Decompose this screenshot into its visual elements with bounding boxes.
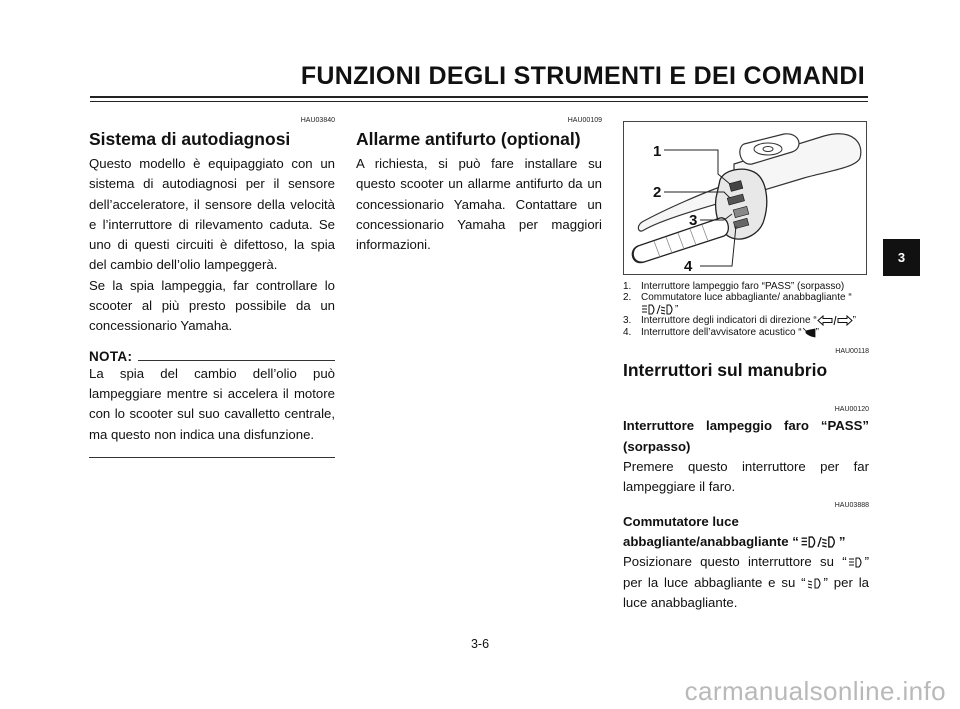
column-middle: HAU00109 Allarme antifurto (optional) A … <box>356 116 602 255</box>
caption-text-part: Commutatore luce abbagliante/ anabbaglia… <box>641 292 852 304</box>
nota-text: La spia del cambio dell’olio può lampegg… <box>89 365 335 442</box>
caption-text: Commutatore luce abbagliante/ anabbaglia… <box>641 292 869 315</box>
low-beam-icon <box>807 578 821 589</box>
section-body: Questo modello è equipaggiato con un sis… <box>89 154 335 337</box>
section-code: HAU03888 <box>834 501 869 509</box>
figure-label-2: 2 <box>653 184 661 201</box>
handlebar-illustration: 1 2 3 4 <box>631 133 862 275</box>
horn-icon <box>802 327 816 338</box>
caption-number: 3. <box>623 315 632 327</box>
caption-number: 4. <box>623 326 632 338</box>
caption-item: 1. Interruttore lampeggio faro “PASS” (s… <box>623 281 869 292</box>
caption-text-part: Interruttore degli indicatori di direzio… <box>641 315 817 327</box>
nota-header: NOTA: <box>89 349 335 364</box>
caption-text-part: ” <box>815 327 819 339</box>
subsection-body: Premere questo interruttore per far lamp… <box>623 459 869 495</box>
caption-item: 3. Interruttore degli indicatori di dire… <box>623 315 869 327</box>
figure-caption: 1. Interruttore lampeggio faro “PASS” (s… <box>623 281 869 338</box>
subsection-body: Posizionare questo interruttore su “” pe… <box>623 552 869 613</box>
caption-number: 2. <box>623 292 632 304</box>
high-low-beam-icon <box>801 536 835 549</box>
caption-text: Interruttore lampeggio faro “PASS” (sorp… <box>641 281 845 292</box>
caption-text: Interruttore degli indicatori di direzio… <box>641 315 869 327</box>
chapter-tab: 3 <box>883 239 920 276</box>
figure-label-4: 4 <box>684 258 693 275</box>
figure-label-3: 3 <box>689 212 697 229</box>
section-heading-antifurto: Allarme antifurto (optional) <box>356 129 581 149</box>
nota-end-rule <box>89 456 335 458</box>
paragraph: Questo modello è equipaggiato con un sis… <box>89 156 335 273</box>
subheading-beam-switch: Commutatore luce abbagliante/anabbaglian… <box>623 512 869 553</box>
header-rule-thin <box>90 101 868 102</box>
caption-text-part: ” <box>852 315 856 327</box>
paragraph: Se la spia lampeggia, far controllare lo… <box>89 277 335 334</box>
section-code: HAU00109 <box>567 117 602 124</box>
high-beam-icon <box>848 557 862 568</box>
figure-label-1: 1 <box>653 143 661 160</box>
caption-item: 4. Interruttore dell’avvisatore acustico… <box>623 327 869 339</box>
caption-number: 1. <box>623 281 632 292</box>
caption-text-part: ” <box>675 303 679 315</box>
page-title: FUNZIONI DEGLI STRUMENTI E DEI COMANDI <box>300 62 865 90</box>
nota-label: NOTA: <box>89 348 133 364</box>
nota-rule <box>138 359 335 361</box>
subheading-text: ” <box>838 533 846 549</box>
subheading-text: Commutatore luce abbagliante/anabbaglian… <box>623 513 799 549</box>
section-body: A richiesta, si può fare installare su q… <box>356 156 602 253</box>
watermark: carmanualsonline.info <box>684 676 946 706</box>
column-right: 1 2 3 4 1. Interruttore lampeggio faro “… <box>623 116 869 613</box>
page-number: 3-6 <box>470 637 490 651</box>
section-heading-autodiagnosi: Sistema di autodiagnosi <box>89 129 291 149</box>
section-code: HAU03840 <box>300 117 335 124</box>
turn-signal-icon <box>816 315 853 327</box>
handlebar-figure: 1 2 3 4 <box>623 121 867 275</box>
caption-text: Interruttore dell’avvisatore acustico “ ” <box>641 327 869 339</box>
body-text: ” per la luce abbagliante e su “ <box>623 554 869 590</box>
caption-item: 2. Commutatore luce abbagliante/ anabbag… <box>623 292 869 315</box>
high-low-beam-icon <box>642 304 673 315</box>
section-code: HAU00120 <box>834 406 869 414</box>
column-left: HAU03840 Sistema di autodiagnosi Questo … <box>89 116 335 458</box>
subheading-pass: Interruttore lampeggio faro “PASS” (sorp… <box>623 418 869 454</box>
caption-text-part: Interruttore dell’avvisatore acustico “ <box>641 327 802 339</box>
body-text: Posizionare questo interruttore su “ <box>623 554 847 570</box>
section-heading-interruttori: Interruttori sul manubrio <box>623 360 828 381</box>
body-text: ” per la luce anabbagliante. <box>623 574 869 610</box>
header-rule-thick <box>90 96 868 98</box>
section-code: HAU00118 <box>835 348 869 356</box>
